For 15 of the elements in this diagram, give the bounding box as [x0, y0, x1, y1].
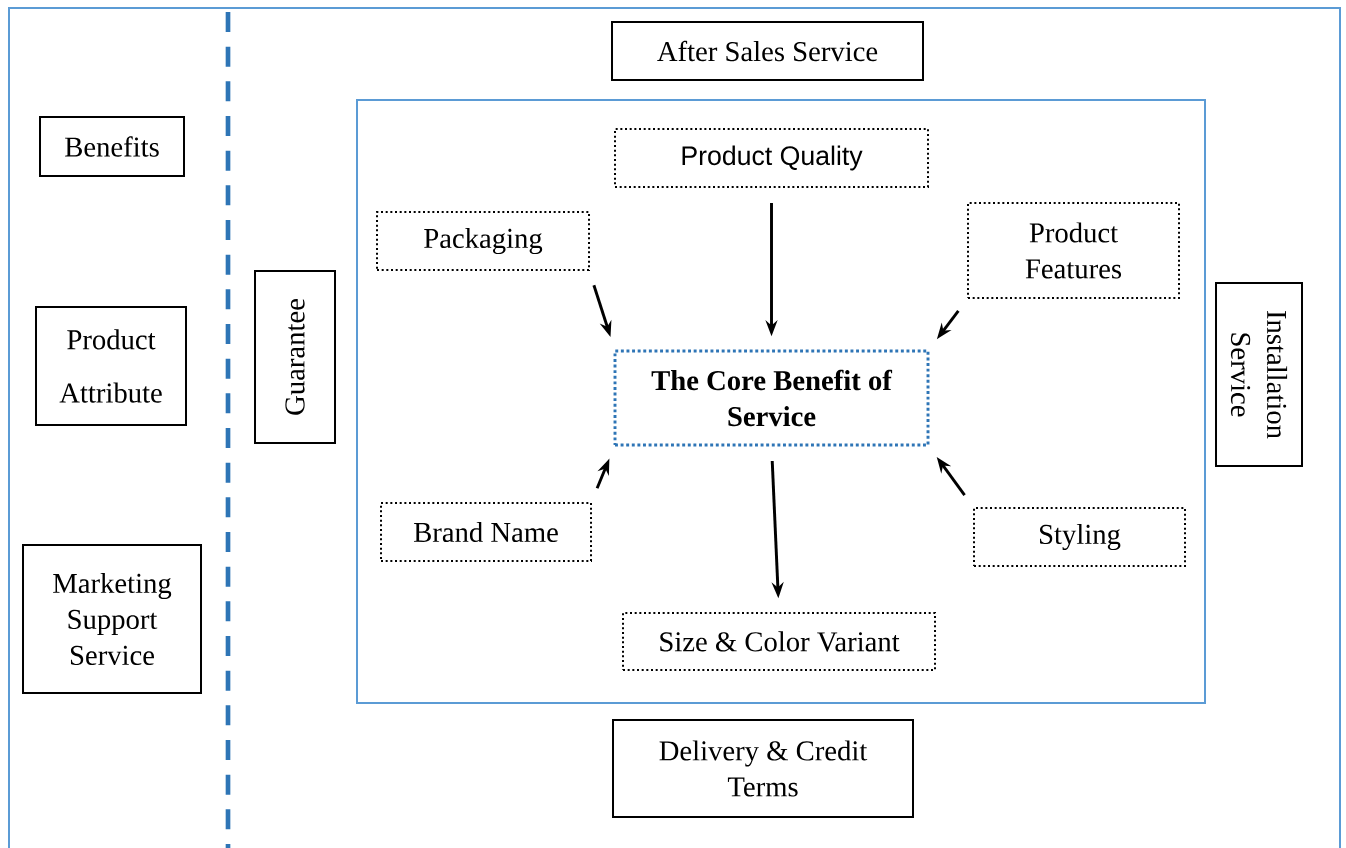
attribute-box: Packaging [376, 211, 590, 271]
label-box: Benefits [39, 116, 185, 177]
label-box: Installation Service [1215, 282, 1303, 467]
core-box: The Core Benefit of Service [613, 349, 930, 447]
label-box: Product Attribute [35, 306, 187, 426]
attribute-box: Size & Color Variant [622, 612, 936, 671]
attribute-box: Styling [973, 507, 1186, 567]
label-box: After Sales Service [611, 21, 924, 81]
label-box: Delivery & Credit Terms [612, 719, 914, 818]
label-box: Marketing Support Service [22, 544, 202, 694]
frame [356, 99, 1206, 704]
attribute-box: Product Quality [614, 128, 929, 188]
attribute-box: Product Features [967, 202, 1180, 299]
attribute-box: Brand Name [380, 502, 592, 562]
label-box: Guarantee [254, 270, 336, 444]
